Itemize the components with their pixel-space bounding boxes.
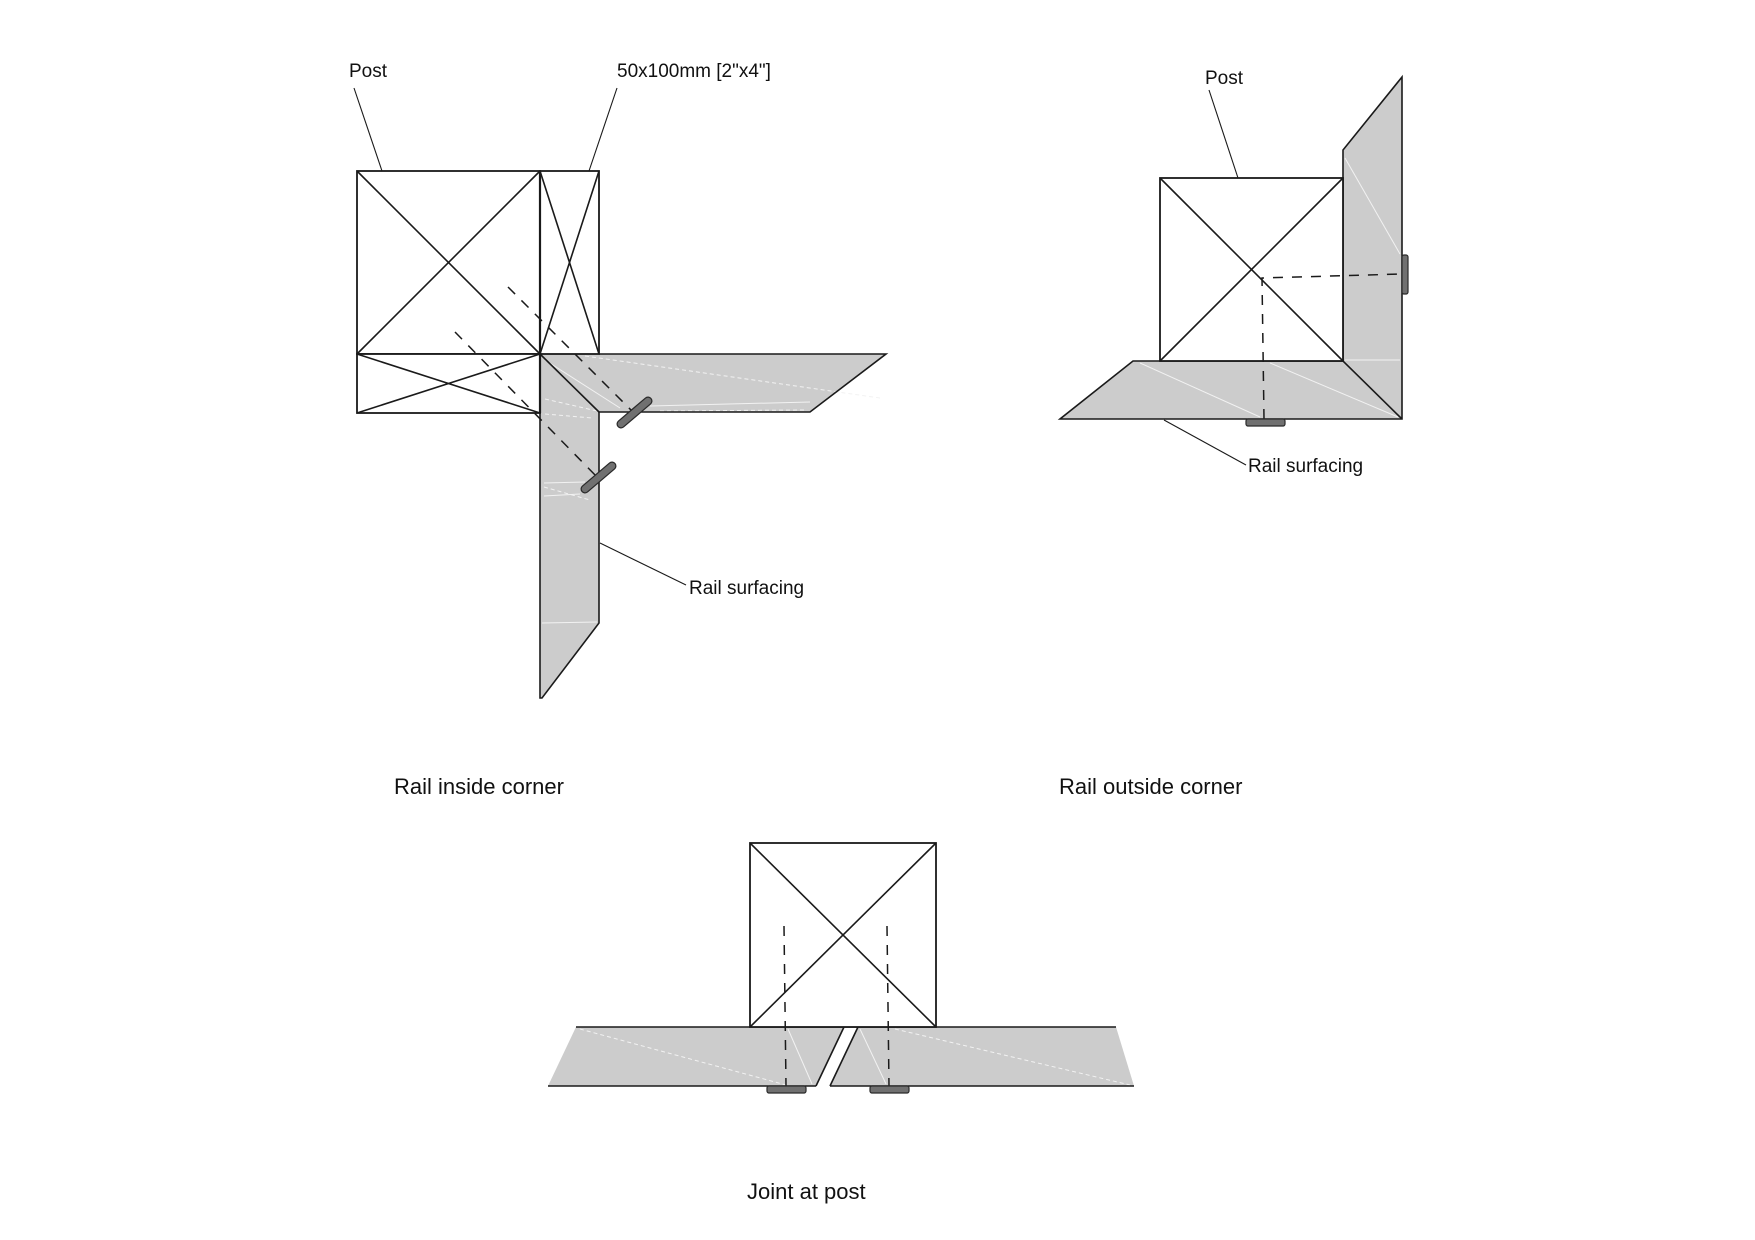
rail-highlight — [584, 355, 881, 399]
rail-highlight — [544, 413, 593, 419]
rail-highlight — [787, 1028, 813, 1085]
rail-highlight — [1139, 362, 1261, 418]
rail-highlight — [1344, 157, 1401, 255]
screw-path-left — [783, 925, 787, 1087]
joint-gap-edge-left — [815, 1026, 845, 1087]
rail-highlight — [859, 1028, 887, 1085]
rail-highlight — [649, 401, 811, 407]
rail-highlight — [543, 493, 581, 497]
screw-path-right — [886, 925, 890, 1087]
screw-icon — [616, 396, 653, 429]
screw-path — [1261, 273, 1403, 420]
lumber-leader-line — [588, 87, 618, 172]
rail-surfacing-leader-line — [599, 542, 687, 586]
rail-highlight — [543, 481, 586, 484]
joint-gap-edge-right — [829, 1026, 859, 1087]
post-label: Post — [349, 61, 388, 82]
joint-at-post-detail: Joint at post — [548, 842, 1134, 1204]
rail-surfacing-label: Rail surfacing — [689, 578, 804, 599]
inside-rail-surfacing — [539, 353, 889, 699]
screw-path-2 — [454, 331, 599, 479]
screw-head-icon — [766, 1085, 807, 1094]
post-leader-line — [1208, 89, 1239, 179]
blocking-cross — [539, 170, 600, 355]
inside-blocking-below — [356, 353, 541, 414]
rail-highlight — [544, 359, 621, 409]
rail-surfacing-leader-line — [1163, 419, 1247, 466]
joint-at-post-caption: Joint at post — [747, 1179, 866, 1204]
screw-head-icon — [869, 1085, 910, 1094]
post-leader-line — [353, 87, 383, 172]
post-cross — [749, 842, 937, 1028]
post-cross — [356, 170, 541, 355]
outside-post — [1159, 177, 1344, 362]
screw-head-icon — [1401, 254, 1409, 295]
rail-highlight — [1269, 362, 1399, 418]
rail-highlight — [894, 1028, 1131, 1086]
screw-head-icon — [1245, 418, 1286, 427]
inside-corner-detail: Post 50x100mm [2"x4"] Rail surfacing Rai… — [349, 61, 889, 799]
lumber-size-label: 50x100mm [2"x4"] — [617, 61, 771, 82]
joint-post — [749, 842, 937, 1028]
joint-rail-right — [830, 1027, 1134, 1086]
inside-rail-vertical — [540, 354, 599, 698]
post-cross — [1159, 177, 1344, 362]
inside-rail-horizontal — [540, 354, 886, 412]
outside-corner-detail: Post Rail surfacing Rail outside corner — [1057, 68, 1409, 799]
rail-surfacing-label: Rail surfacing — [1248, 456, 1363, 477]
joint-rail-left — [548, 1027, 844, 1086]
rail-highlight — [541, 621, 598, 624]
inside-rail-miter — [539, 353, 600, 413]
outside-rail-vertical — [1343, 77, 1402, 419]
inside-corner-caption: Rail inside corner — [394, 774, 564, 799]
inside-blocking-right — [539, 170, 600, 355]
rail-highlight — [659, 409, 807, 412]
rail-highlight — [579, 1028, 787, 1086]
outside-rail-horizontal — [1060, 361, 1402, 419]
rail-highlight — [544, 398, 598, 412]
outside-corner-caption: Rail outside corner — [1059, 774, 1242, 799]
post-label: Post — [1205, 68, 1244, 89]
inside-rail-outline — [539, 353, 889, 699]
blocking-cross — [356, 353, 541, 414]
rail-highlight — [543, 486, 591, 501]
screw-icon — [580, 461, 617, 494]
inside-post — [356, 170, 541, 355]
